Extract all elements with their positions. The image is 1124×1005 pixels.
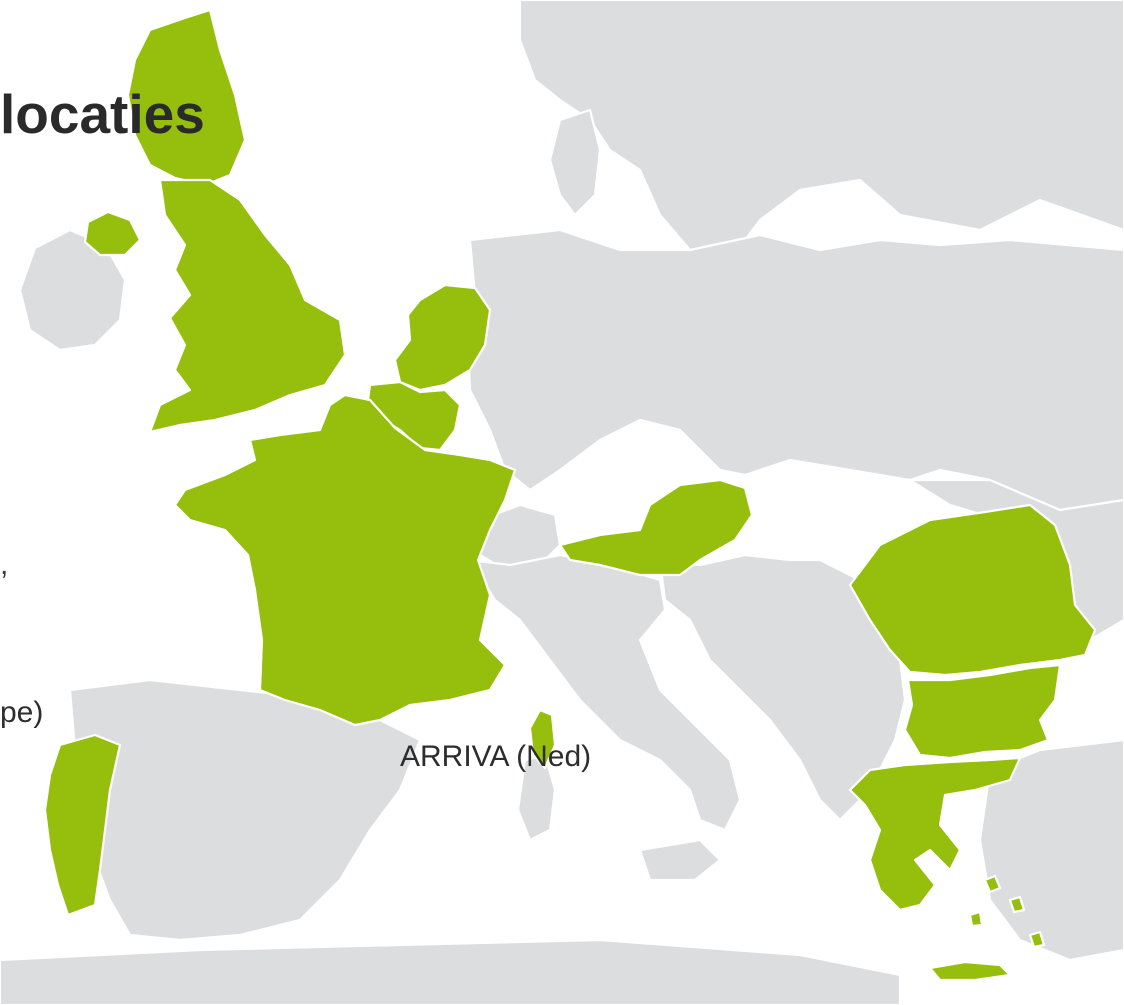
country-northern-ireland: [83, 210, 142, 257]
country-corsica: [528, 708, 557, 770]
text-fragment: ,: [0, 548, 9, 581]
country-austria: [558, 478, 754, 577]
country-romania: [848, 503, 1097, 677]
country-crete: [928, 960, 1012, 982]
country-england: [148, 178, 347, 434]
country-netherlands: [393, 283, 492, 392]
country-portugal: [43, 733, 122, 917]
land-switzerland: [478, 503, 562, 572]
land-sicily: [638, 838, 722, 882]
land-denmark: [548, 108, 602, 217]
country-greek-islands: [968, 874, 1046, 949]
country-scotland: [126, 8, 247, 187]
land-scandinavia: [518, 0, 1124, 262]
land-north-africa: [0, 938, 902, 1005]
country-greece: [848, 756, 1022, 912]
country-france: [173, 393, 517, 727]
text-line-2: ARRIVA (Ned): [400, 740, 592, 773]
text-line-1: pe): [0, 696, 44, 729]
slide-title: locaties: [0, 83, 205, 145]
land-central-europe: [466, 228, 1124, 512]
country-bulgaria: [903, 663, 1062, 760]
